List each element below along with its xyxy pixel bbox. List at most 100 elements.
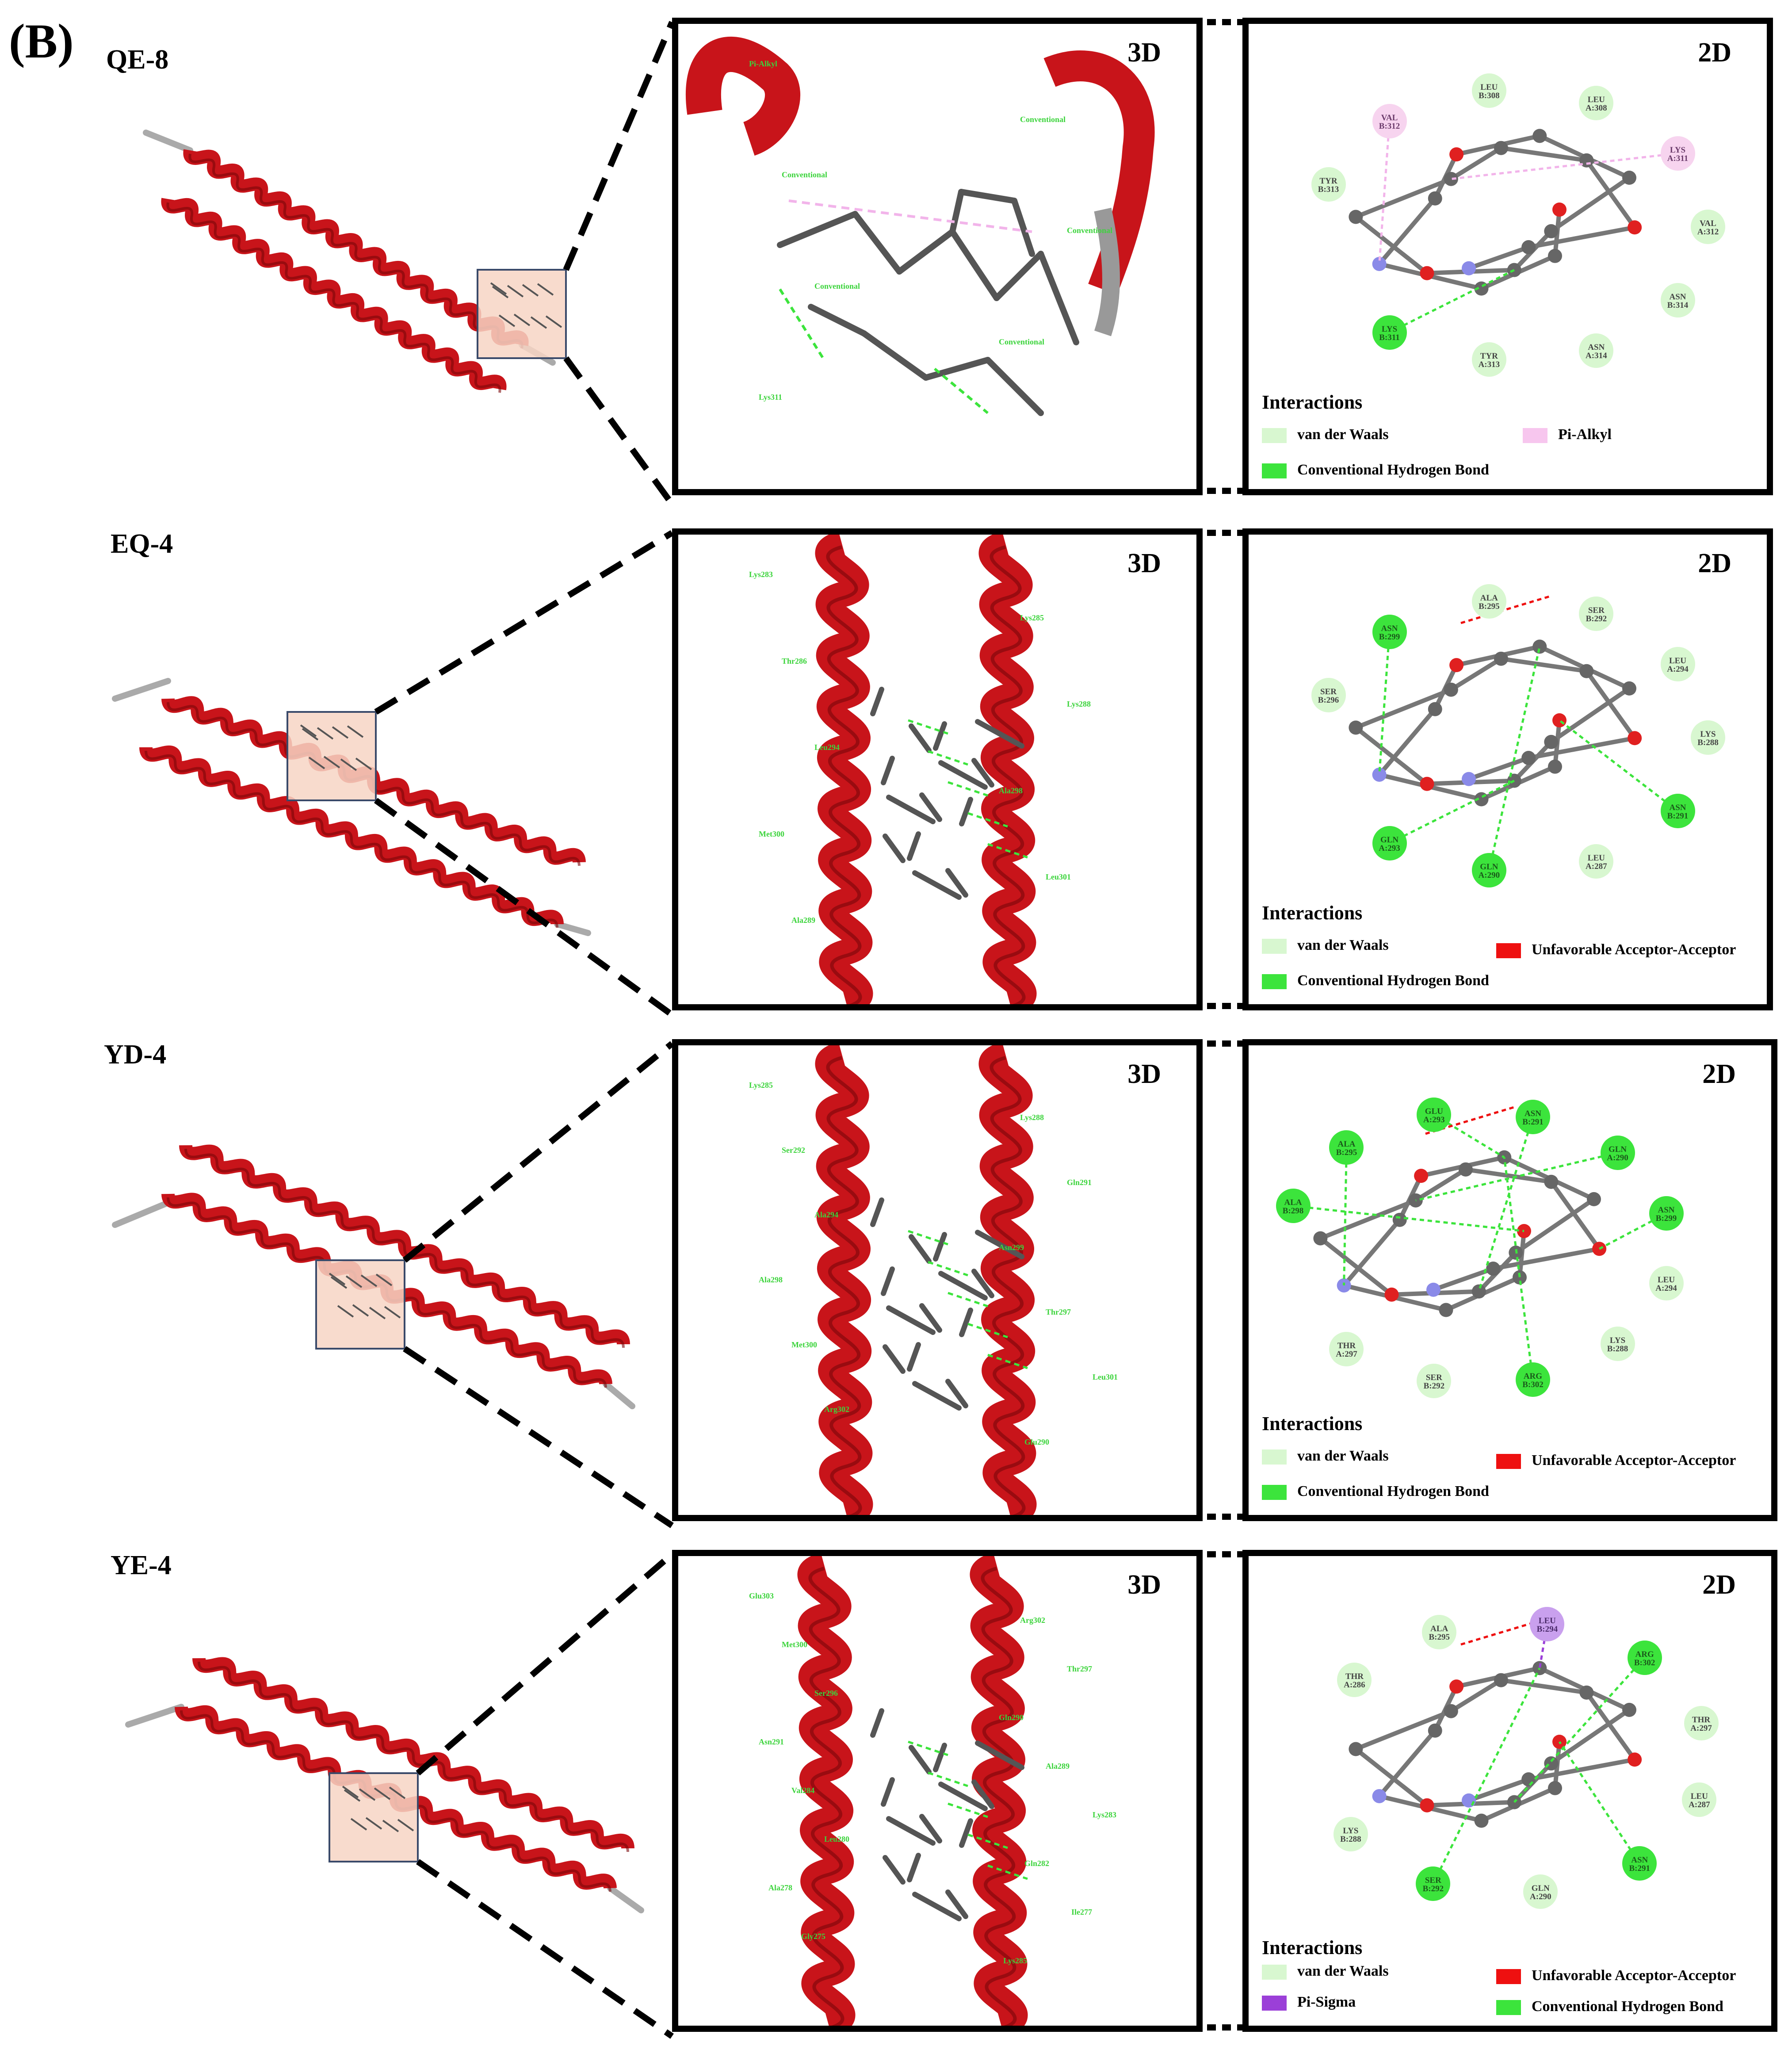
residue-label-3d: Gln291	[1067, 1178, 1092, 1187]
residue-label-3d: Conventional	[814, 281, 860, 291]
residue-label-3d: Arg302	[1020, 1616, 1045, 1625]
legend-item: Unfavorable Acceptor-Acceptor	[1496, 941, 1736, 959]
residue-label-3d: Thr297	[1067, 1664, 1093, 1673]
legend-label: Conventional Hydrogen Bond	[1297, 1483, 1489, 1499]
legend-swatch	[1496, 1969, 1521, 1985]
view-2d-label: 2D	[1698, 548, 1731, 578]
legend-item: van der Waals	[1262, 426, 1389, 444]
legend-label: Conventional Hydrogen Bond	[1532, 1998, 1723, 2015]
legend-label: van der Waals	[1297, 426, 1389, 443]
legend-swatch	[1262, 428, 1287, 444]
legend-swatch	[1496, 943, 1521, 959]
residue-label-3d: Ile277	[1071, 1908, 1092, 1916]
legend-swatch	[1262, 939, 1287, 954]
residue-label-3d: Leu280	[824, 1835, 850, 1843]
view-2d-label: 2D	[1698, 38, 1731, 68]
residue-label-3d: Pi-Alkyl	[749, 59, 778, 68]
protein-overview	[143, 21, 675, 506]
residue-label-3d: Ala294	[814, 1210, 838, 1220]
panel-label: (B)	[9, 14, 74, 68]
zoom-box	[287, 711, 377, 801]
3d-structure	[815, 535, 1037, 1004]
legend-label: Conventional Hydrogen Bond	[1297, 972, 1489, 989]
legend-label: Pi-Alkyl	[1558, 426, 1612, 443]
complex-name: EQ-4	[111, 529, 173, 559]
legend-swatch	[1262, 1485, 1287, 1500]
residue-label-3d: Lys285	[749, 1081, 773, 1090]
residue-label-3d: Conventional	[782, 170, 828, 180]
legend-item: Conventional Hydrogen Bond	[1496, 1998, 1723, 2015]
legend-item: Conventional Hydrogen Bond	[1262, 462, 1489, 479]
residue-label-3d: Conventional	[1067, 226, 1113, 235]
legend-item: van der Waals	[1262, 1448, 1389, 1465]
residue-label-3d: Leu301	[1093, 1373, 1118, 1381]
interactions-title: Interactions	[1262, 1937, 1363, 1958]
legend-swatch	[1262, 974, 1287, 990]
legend-item: van der Waals	[1262, 1963, 1389, 1980]
legend-swatch	[1262, 1996, 1287, 2011]
residue-label-3d: Lys285	[1020, 613, 1044, 622]
view-3d-label: 3D	[1127, 38, 1161, 68]
separator-dashes	[1207, 1040, 1242, 1520]
residue-label-3d: Leu301	[1046, 872, 1071, 882]
legend-label: van der Waals	[1297, 937, 1389, 953]
view-2d-label: 2D	[1702, 1570, 1736, 1600]
legend-label: van der Waals	[1297, 1448, 1389, 1464]
residue-label-3d: Ser292	[782, 1145, 805, 1155]
legend-swatch	[1523, 428, 1547, 444]
residue-label-3d: Glu290	[1024, 1437, 1050, 1446]
interactions-title: Interactions	[1262, 1413, 1363, 1434]
2d-interaction-diagram	[1349, 121, 1678, 334]
residue-label-3d: Ala298	[999, 786, 1023, 795]
residue-label-3d: Lys283	[1093, 1810, 1117, 1819]
legend-swatch	[1496, 2000, 1521, 2015]
legend-swatch	[1262, 1965, 1287, 1980]
legend-item: Pi-Sigma	[1262, 1994, 1356, 2011]
residue-label-3d: Conventional	[999, 337, 1045, 346]
view-3d-label: 3D	[1127, 548, 1161, 578]
legend-label: Unfavorable Acceptor-Acceptor	[1532, 941, 1736, 958]
residue-label-3d: Lys288	[1067, 700, 1091, 709]
legend-label: Pi-Sigma	[1297, 1994, 1356, 2010]
residue-label-3d: Met300	[791, 1340, 817, 1349]
complex-name: YD-4	[104, 1040, 167, 1070]
